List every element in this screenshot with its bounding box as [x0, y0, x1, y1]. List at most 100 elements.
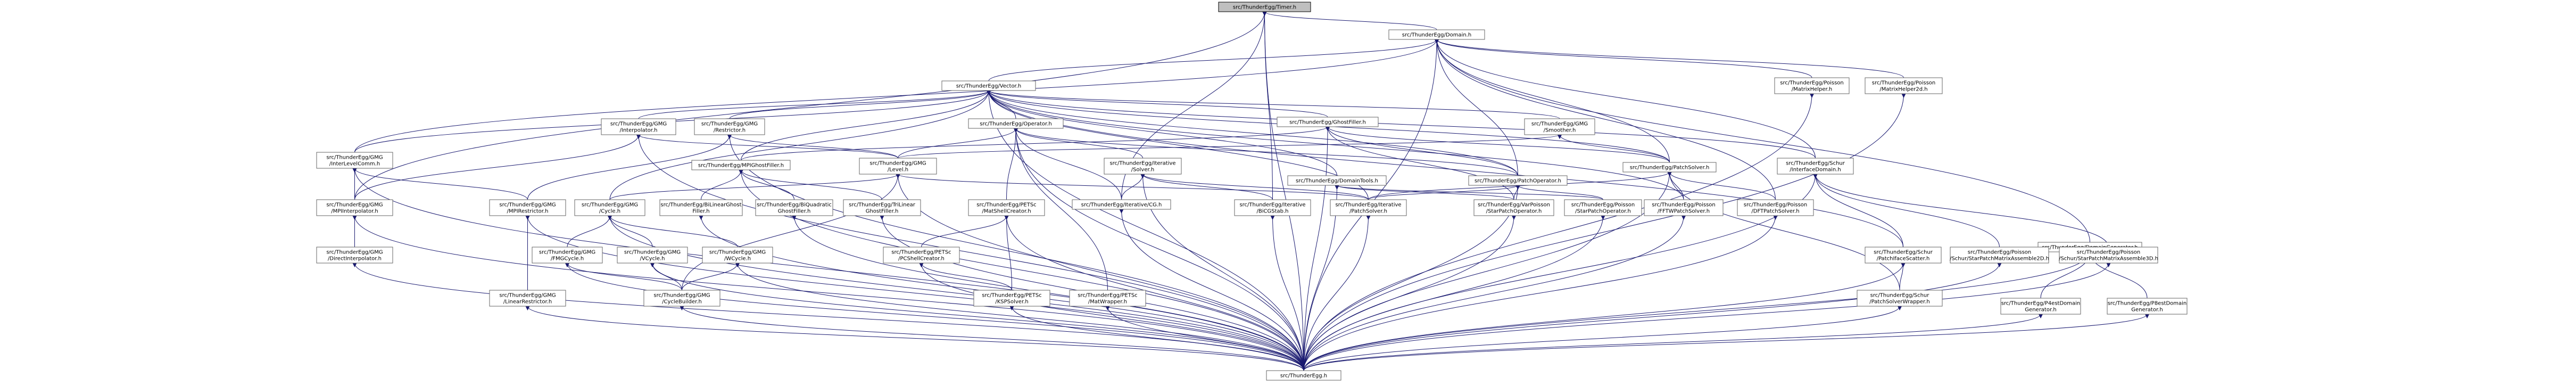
edge-line [741, 90, 991, 161]
node-label-line: /MPIRestrictor.h [507, 209, 549, 215]
node-thunderegg[interactable]: src/ThunderEgg.h [1266, 370, 1341, 381]
node-poisson-dftpatchsolver[interactable]: src/ThunderEgg/Poisson/DFTPatchSolver.h [1737, 199, 1814, 216]
node-gmg-fmgcycle[interactable]: src/ThunderEgg/GMG/FMGCycle.h [532, 247, 603, 264]
node-box [1069, 290, 1146, 307]
node-iterative-patchsolver[interactable]: src/ThunderEgg/Iterative/PatchSolver.h [1330, 199, 1407, 216]
edge-ghostfiller-to-thunderegg [1303, 126, 1330, 371]
node-gmg-interpolator[interactable]: src/ThunderEgg/GMG/Interpolator.h [601, 118, 676, 135]
node-iterative-solver[interactable]: src/ThunderEgg/Iterative/Solver.h [1104, 158, 1182, 175]
node-gmg-wcycle[interactable]: src/ThunderEgg/GMG/WCycle.h [702, 247, 773, 264]
edge-schur_interfacedomain-to-poisson_schur_matrixassemble2d [1813, 174, 2000, 248]
node-schur-patchiface-scatter[interactable]: src/ThunderEgg/Schur/PatchIfaceScatter.h [1865, 247, 1942, 264]
node-domain[interactable]: src/ThunderEgg/Domain.h [1388, 29, 1485, 40]
node-operator[interactable]: src/ThunderEgg/Operator.h [968, 118, 1064, 129]
edge-gmg_wcycle-to-thunderegg [735, 263, 1304, 371]
node-label-line: /WCycle.h [724, 256, 751, 262]
edge-line [525, 215, 1304, 371]
node-poisson-schur-matrixassemble3d[interactable]: src/ThunderEgg/Poisson/Schur/StarPatchMa… [2059, 247, 2158, 264]
node-patchoperator[interactable]: src/ThunderEgg/PatchOperator.h [1468, 175, 1568, 186]
node-gmg-cyclebuilder[interactable]: src/ThunderEgg/GMG/CycleBuilder.h [643, 290, 720, 307]
node-gmg-level[interactable]: src/ThunderEgg/GMG/Level.h [859, 158, 937, 175]
node-gmg-directinterpolator[interactable]: src/ThunderEgg/GMG/DirectInterpolator.h [316, 247, 393, 264]
node-label-line: /MatShellCreator.h [982, 209, 1031, 215]
edge-domain-to-poisson_matrixhelper [1435, 39, 1812, 78]
edge-vector-to-gmg_cycle [609, 90, 991, 200]
node-label-line: src/ThunderEgg/PETSc [891, 250, 951, 256]
node-label-line: src/ThunderEgg.h [1280, 373, 1327, 379]
node-varpoisson-starpatchoperator[interactable]: src/ThunderEgg/VarPoisson/StarPatchOpera… [1473, 199, 1554, 216]
node-label-line: /Schur/StarPatchMatrixAssemble2D.h [1950, 256, 2049, 262]
node-label-line: src/ThunderEgg/VarPoisson [1478, 202, 1550, 208]
node-petsc-pcshellcreator[interactable]: src/ThunderEgg/PETSc/PCShellCreator.h [883, 247, 960, 264]
edge-gmg_level-to-thunderegg [896, 174, 1304, 371]
node-label-line: src/ThunderEgg/Schur [1786, 161, 1845, 167]
node-poisson-matrixhelper2d[interactable]: src/ThunderEgg/Poisson/MatrixHelper2d.h [1865, 77, 1943, 94]
node-gmg-vcycle[interactable]: src/ThunderEgg/GMG/VCycle.h [617, 247, 688, 264]
node-poisson-starpatchoperator[interactable]: src/ThunderEgg/Poisson/StarPatchOperator… [1564, 199, 1642, 216]
node-label-line: /Restrictor.h [714, 128, 746, 134]
node-domaintools[interactable]: src/ThunderEgg/DomainTools.h [1287, 175, 1387, 186]
node-label-line: src/ThunderEgg/PatchOperator.h [1475, 178, 1561, 184]
node-label-line: src/ThunderEgg/GMG [709, 250, 766, 256]
node-box [1865, 247, 1942, 264]
node-box [1857, 290, 1943, 307]
node-gmg-restrictor[interactable]: src/ThunderEgg/GMG/Restrictor.h [694, 118, 765, 135]
edge-gmg_linearrestrictor-to-thunderegg [525, 306, 1304, 371]
node-patchsolver[interactable]: src/ThunderEgg/PatchSolver.h [1622, 162, 1717, 173]
edge-vector-to-mpighostfiller [741, 90, 991, 161]
edge-line [898, 134, 1562, 159]
node-box [316, 247, 393, 264]
node-label-line: src/ThunderEgg/BiQuadratic [757, 202, 832, 208]
node-petsc-matshellcreator[interactable]: src/ThunderEgg/PETSc/MatShellCreator.h [968, 199, 1045, 216]
edge-varpoisson_starpatchoperator-to-thunderegg [1303, 215, 1516, 371]
node-gmg-cycle[interactable]: src/ThunderEgg/GMG/Cycle.h [574, 199, 645, 216]
node-label-line: /PatchIfaceScatter.h [1877, 256, 1930, 262]
node-gmg-linearrestrictor[interactable]: src/ThunderEgg/GMG/LinearRestrictor.h [489, 290, 566, 307]
edge-patchsolver-to-poisson_dftpatchsolver [1667, 171, 1776, 200]
node-box [973, 290, 1050, 307]
node-gmg-mpirestrictor[interactable]: src/ThunderEgg/GMG/MPIRestrictor.h [489, 199, 566, 216]
node-label-line: src/ThunderEgg/Poisson [1780, 80, 1844, 86]
edge-line [988, 39, 1439, 81]
node-label-line: src/ThunderEgg/Vector.h [956, 84, 1022, 89]
node-gmg-mpiinterpolator[interactable]: src/ThunderEgg/GMG/MPIInterpolator.h [316, 199, 393, 216]
node-petsc-matwrapper[interactable]: src/ThunderEgg/PETSc/MatWrapper.h [1069, 290, 1146, 307]
node-label-line: /BiCGStab.h [1257, 209, 1289, 215]
edge-vector-to-patchoperator [987, 90, 1518, 176]
edge-line [1006, 128, 1018, 200]
edge-gmg_cycle-to-thunderegg [608, 215, 1304, 371]
edge-line [1303, 93, 1906, 371]
edge-poisson_matrixhelper-to-thunderegg [1303, 93, 1814, 371]
edge-line [1368, 185, 1520, 200]
node-schur-interfacedomain[interactable]: src/ThunderEgg/Schur/InterfaceDomain.h [1777, 158, 1854, 175]
node-mpighostfiller[interactable]: src/ThunderEgg/MPIGhostFiller.h [691, 160, 791, 170]
edge-gmg_fmgcycle-to-gmg_cyclebuilder [565, 263, 682, 291]
node-schur-patchsolverwrapper[interactable]: src/ThunderEgg/Schur/PatchSolverWrapper.… [1857, 290, 1943, 307]
node-gmg-interlevelcomm[interactable]: src/ThunderEgg/GMG/InterLevelComm.h [316, 152, 393, 169]
edge-domain-to-poisson_matrixhelper2d [1435, 39, 1904, 78]
edge-domain-to-patchsolver [1435, 39, 1670, 163]
edge-petsc_kspsolver-to-thunderegg [1009, 306, 1304, 371]
node-iterative-cg[interactable]: src/ThunderEgg/Iterative/CG.h [1072, 199, 1171, 210]
node-gmg-smoother[interactable]: src/ThunderEgg/GMG/Smoother.h [1524, 118, 1595, 135]
edge-mpighostfiller-to-trilinearghostfiller [739, 169, 882, 200]
node-petsc-kspsolver[interactable]: src/ThunderEgg/PETSc/KSPSolver.h [973, 290, 1050, 307]
edge-line [1326, 126, 1670, 163]
node-iterative-bicgstab[interactable]: src/ThunderEgg/Iterative/BiCGStab.h [1234, 199, 1311, 216]
node-ghostfiller[interactable]: src/ThunderEgg/GhostFiller.h [1277, 117, 1379, 127]
edge-vector-to-thunderegg [987, 90, 1304, 371]
node-poisson-fftwpatchsolver[interactable]: src/ThunderEgg/Poisson/FFTWPatchSolver.h [1644, 199, 1724, 216]
node-box [843, 199, 921, 216]
node-poisson-schur-matrixassemble2d[interactable]: src/ThunderEgg/Poisson/Schur/StarPatchMa… [1950, 247, 2049, 264]
node-label-line: src/ThunderEgg/P8estDomain [2108, 301, 2187, 307]
node-poisson-matrixhelper[interactable]: src/ThunderEgg/Poisson/MatrixHelper.h [1774, 77, 1850, 94]
node-vector[interactable]: src/ThunderEgg/Vector.h [941, 80, 1036, 91]
edge-line [1140, 174, 1304, 371]
node-timer[interactable]: src/ThunderEgg/Timer.h [1218, 2, 1311, 12]
edge-gmg_interpolator-to-thunderegg [636, 134, 1304, 371]
